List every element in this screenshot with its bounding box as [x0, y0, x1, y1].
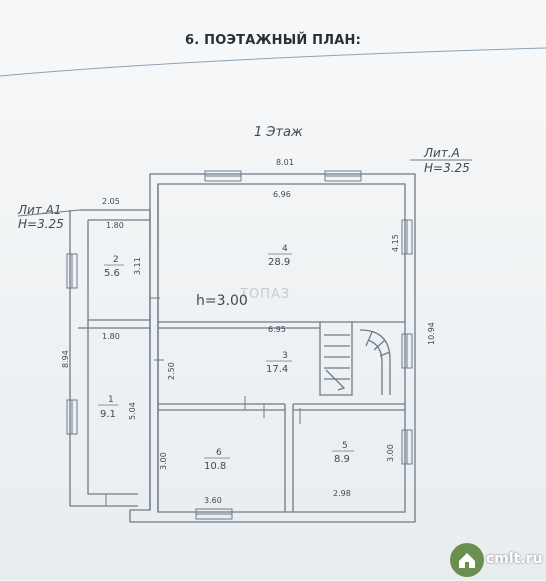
dim-a1-top-inner: 1.80	[106, 221, 124, 230]
dim-top-inner: 6.96	[273, 190, 291, 199]
frame-line	[0, 47, 546, 77]
room-4-area: 28.9	[268, 257, 290, 268]
dim-room6-width: 3.60	[204, 496, 222, 505]
room-2-area: 5.6	[104, 268, 120, 279]
page-title: 6. ПОЭТАЖНЫЙ ПЛАН:	[185, 33, 361, 48]
dim-a1-mid-inner: 1.80	[102, 332, 120, 341]
room-6-area: 10.8	[204, 461, 226, 472]
lit-a1-label: Лит.А1	[17, 203, 61, 217]
dim-room2-height: 3.11	[133, 257, 142, 275]
house-icon	[450, 543, 484, 577]
building-walls	[69, 173, 416, 523]
dim-a1-left-outer: 8.94	[61, 350, 70, 368]
room-3-area: 17.4	[266, 364, 288, 375]
dim-room5-width: 2.98	[333, 489, 351, 498]
dim-right-outer: 10.94	[427, 322, 436, 345]
doors	[105, 297, 301, 506]
lit-a-label: Лит.А	[423, 146, 460, 160]
dim-hall-height: 2.50	[167, 362, 176, 380]
room-5-area: 8.9	[334, 454, 350, 465]
cmlt-badge[interactable]: cmlt.ru	[440, 540, 546, 580]
dim-top-outer: 8.01	[276, 158, 294, 167]
room-6-number: 6	[216, 448, 222, 458]
watermark-text: ТОПАЗ	[240, 287, 291, 302]
ceiling-height: h=3.00	[196, 293, 248, 309]
room-1-number: 1	[108, 395, 114, 405]
lit-a-height: Н=3.25	[424, 161, 470, 175]
room-3-number: 3	[282, 351, 288, 361]
dim-corridor-width: 6.95	[268, 325, 286, 334]
floor-label: 1 Этаж	[254, 125, 303, 140]
room-5-number: 5	[342, 441, 348, 451]
room-2-number: 2	[113, 255, 119, 265]
dim-room6-height: 3.00	[159, 452, 168, 470]
lit-a1-height: Н=3.25	[18, 217, 64, 231]
dim-room5-height: 3.00	[386, 444, 395, 462]
badge-text: cmlt.ru	[486, 551, 543, 567]
room-1-area: 9.1	[100, 409, 116, 420]
windows	[66, 170, 413, 520]
room-4-number: 4	[282, 244, 288, 254]
lit-a1-leader	[17, 209, 81, 217]
dim-room1-height: 5.04	[128, 402, 137, 420]
dim-a1-top-outer: 2.05	[102, 197, 120, 206]
dim-right-upper: 4.15	[391, 234, 400, 252]
